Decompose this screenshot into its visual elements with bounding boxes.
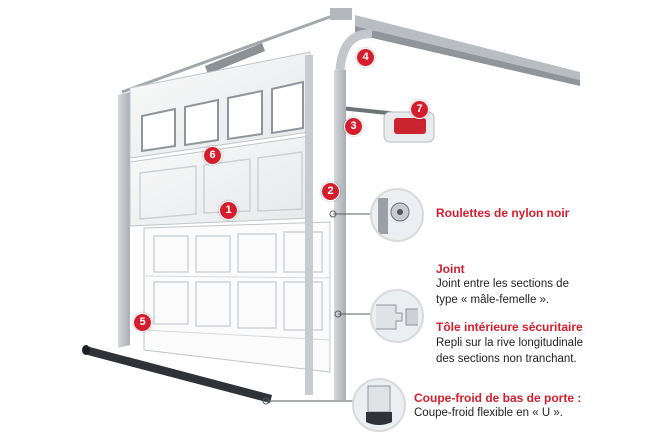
bottom-seal bbox=[82, 345, 272, 403]
overhead-track bbox=[335, 15, 580, 86]
marker-5: 5 bbox=[133, 313, 152, 332]
marker-4: 4 bbox=[356, 48, 375, 67]
sheet-text-line-2: des sections non tranchant. bbox=[436, 353, 577, 365]
torsion-spring bbox=[121, 8, 352, 94]
lower-door bbox=[143, 221, 331, 373]
leader-lines bbox=[262, 210, 372, 405]
rollers-title: Roulettes de nylon noir bbox=[436, 206, 570, 220]
weatherstrip-title: Coupe-froid de bas de porte : bbox=[414, 391, 582, 405]
window-row bbox=[141, 80, 304, 153]
marker-1: 1 bbox=[219, 201, 238, 220]
sheet-text-line-1: Repli sur la rive longitudinale bbox=[436, 337, 584, 349]
weatherstrip-text-line-1: Coupe-froid flexible en « U ». bbox=[414, 407, 563, 419]
marker-2: 2 bbox=[321, 182, 340, 201]
joint-text-line-2: type « mâle-femelle ». bbox=[436, 294, 550, 306]
marker-6: 6 bbox=[203, 146, 222, 165]
marker-7: 7 bbox=[410, 100, 429, 119]
weatherstrip-detail-image bbox=[352, 378, 406, 432]
roller-detail-image bbox=[370, 188, 424, 242]
middle-section bbox=[129, 135, 311, 227]
joint-detail-image bbox=[370, 289, 424, 343]
sheet-title: Tôle intérieure sécuritaire bbox=[436, 320, 583, 334]
left-frame bbox=[118, 92, 130, 348]
joint-text-line-1: Joint entre les sections de bbox=[436, 278, 569, 290]
opener bbox=[339, 106, 435, 143]
vertical-track bbox=[305, 55, 346, 400]
marker-3: 3 bbox=[344, 117, 363, 136]
joint-title: Joint bbox=[436, 262, 465, 276]
top-section bbox=[129, 51, 311, 159]
